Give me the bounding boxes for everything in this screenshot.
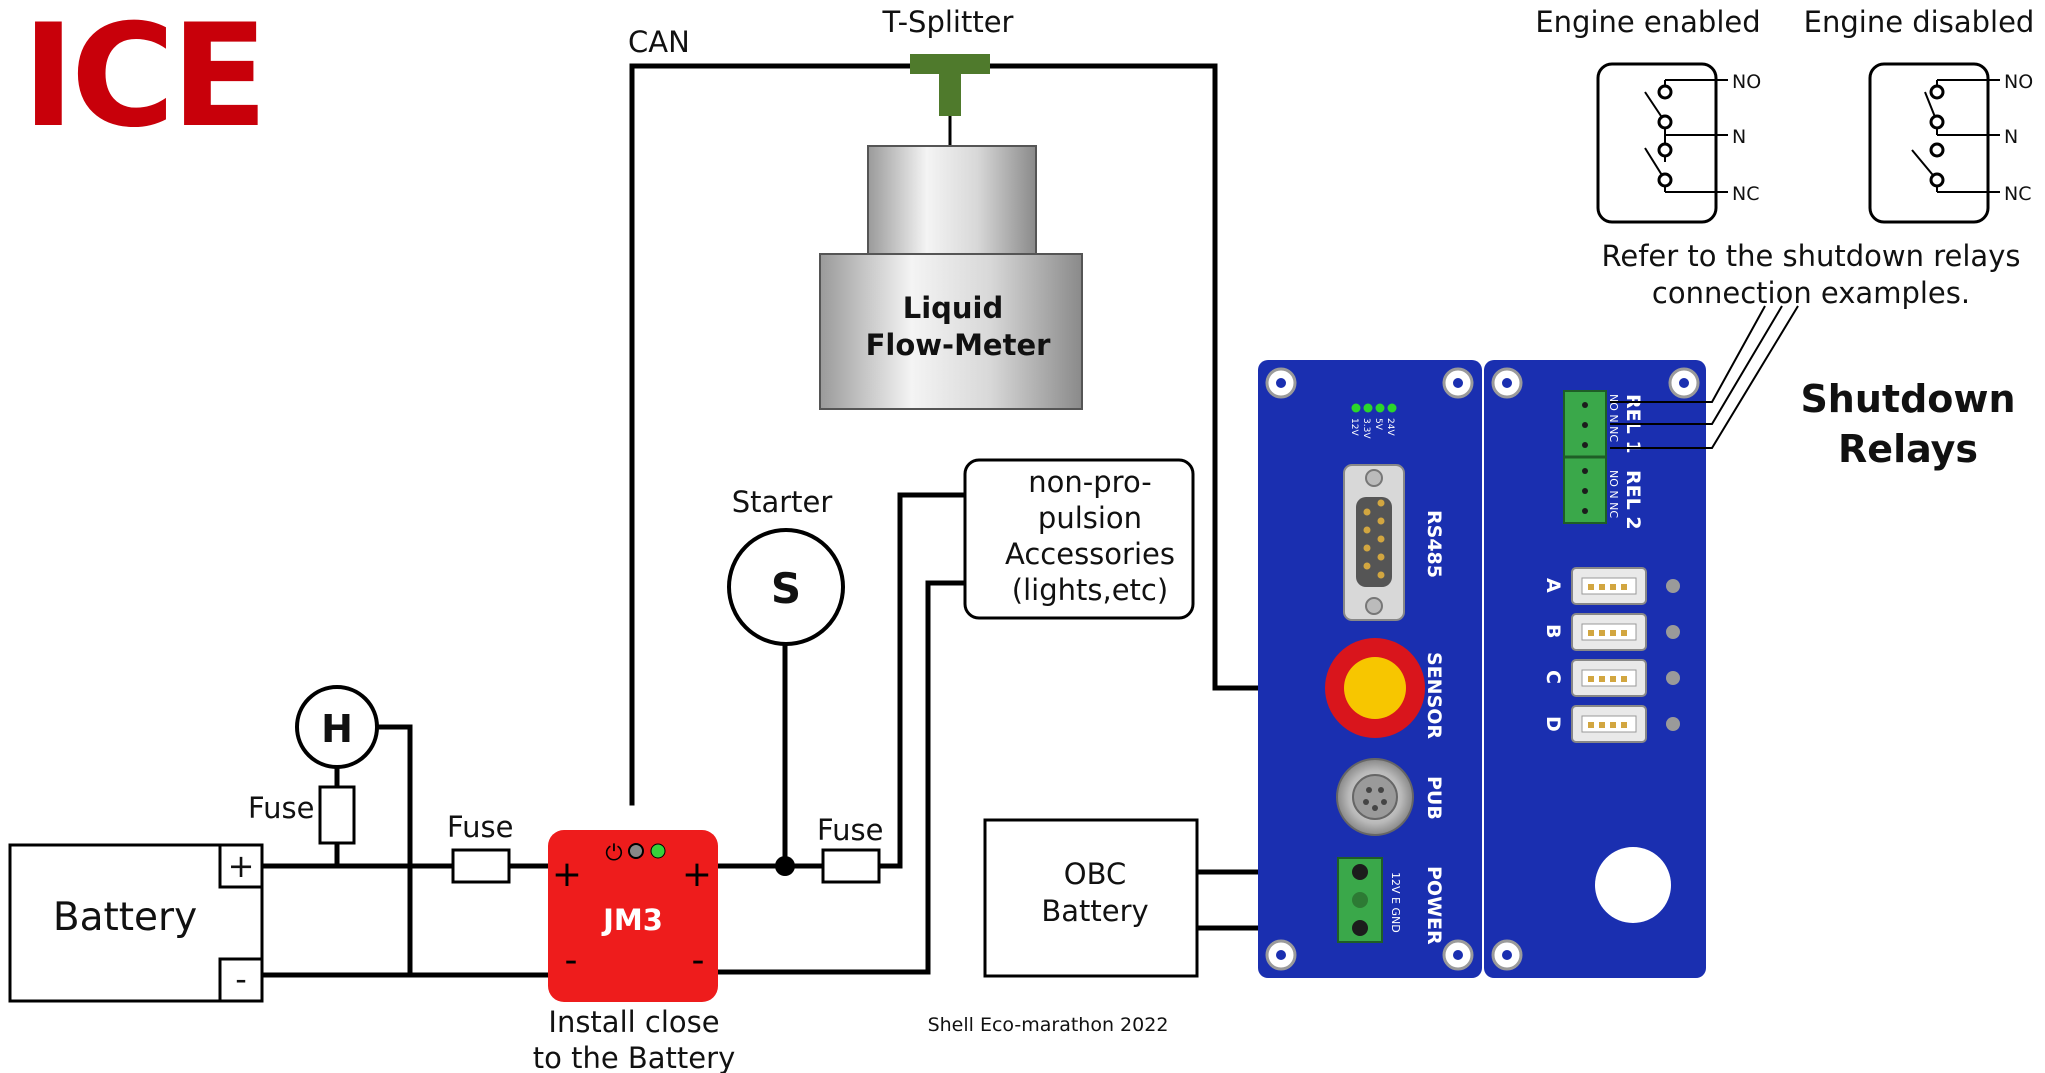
jm3-out-positive-wire <box>715 492 970 869</box>
battery-label: Battery <box>53 895 197 940</box>
engine-disabled-label: Engine disabled <box>1804 5 2035 39</box>
accessories-line3: Accessories <box>1005 537 1175 571</box>
starter-symbol: S <box>771 564 801 613</box>
relay-enabled-nc: NC <box>1732 183 1759 205</box>
port-a-label: A <box>1542 578 1564 593</box>
install-note-line1: Install close <box>548 1005 719 1039</box>
starter-circle <box>727 528 845 646</box>
led-label-24v: 24V <box>1385 418 1395 436</box>
accessories-line2: pulsion <box>1038 501 1142 535</box>
starter-label: Starter <box>732 485 833 519</box>
port-c-label: C <box>1542 670 1564 684</box>
liquid-flow-meter: Liquid Flow-Meter <box>819 145 1083 410</box>
port-a <box>1571 567 1680 605</box>
obc-battery-line1: OBC <box>1064 857 1126 891</box>
refer-note-line1: Refer to the shutdown relays <box>1602 239 2021 273</box>
fuse-main <box>451 848 511 884</box>
battery-negative-terminal <box>218 957 264 1003</box>
junction-dot <box>775 856 795 876</box>
accessories-line1: non-pro- <box>1028 465 1151 499</box>
page-title: ICE <box>22 0 264 159</box>
led-label-3v3: 3.3V <box>1361 418 1371 439</box>
fuse-main-label: Fuse <box>447 810 513 844</box>
led-label-5v: 5V <box>1373 418 1383 431</box>
relay-disabled-n: N <box>2004 126 2018 148</box>
rel2-pins: NO N NC <box>1607 470 1620 518</box>
obc-battery: OBC Battery <box>983 818 1199 978</box>
port-b-label: B <box>1542 624 1564 638</box>
pub-label: PUB <box>1423 776 1445 820</box>
jm3-led-on <box>650 843 666 859</box>
rs485-label: RS485 <box>1423 510 1445 578</box>
status-leds <box>1351 403 1397 413</box>
jm3-led-off <box>628 843 644 859</box>
fuse-horn-label: Fuse <box>248 791 314 825</box>
fuse-accessories <box>821 848 881 884</box>
engine-enabled-label: Engine enabled <box>1535 5 1760 39</box>
power-label: POWER <box>1423 866 1445 945</box>
battery-positive-terminal <box>218 843 264 889</box>
battery-negative-sign: - <box>235 960 247 998</box>
can-wire <box>629 63 1343 806</box>
relay-disabled-no: NO <box>2004 71 2033 93</box>
port-c <box>1571 659 1680 697</box>
relay-terminals <box>1563 390 1607 524</box>
jm3-plus-left: + <box>552 854 582 895</box>
jm3-out-negative-wire <box>715 580 970 975</box>
install-note-line2: to the Battery <box>533 1041 735 1073</box>
sensor-connector-inner <box>1344 657 1406 719</box>
horn-symbol: H <box>321 707 353 751</box>
refer-note-line2: connection examples. <box>1652 276 1970 310</box>
jm3-label: JM3 <box>601 903 663 937</box>
battery: + - Battery <box>8 843 264 1003</box>
rel2-label: REL 2 <box>1622 470 1644 530</box>
led-labels: 12V 3.3V 5V 24V <box>1349 418 1395 439</box>
t-splitter <box>910 54 990 146</box>
wires <box>259 63 1348 978</box>
jm3-minus-left: - <box>565 940 578 981</box>
relay-diagram-disabled: NO N NC <box>1868 62 2033 224</box>
shutdown-relays-line1: Shutdown <box>1800 377 2015 421</box>
relay-enabled-no: NO <box>1732 71 1761 93</box>
flow-meter-label-line2: Flow-Meter <box>866 328 1052 362</box>
power-pins-label: 12V E GND <box>1389 872 1402 933</box>
relay-enabled-n: N <box>1732 126 1746 148</box>
relay-diagram-enabled: NO N NC <box>1596 62 1761 224</box>
relay-leader-lines <box>1610 305 1799 449</box>
port-b <box>1571 613 1680 651</box>
accessories-line4: (lights,etc) <box>1012 573 1168 607</box>
led-label-12v: 12V <box>1349 418 1359 436</box>
blank-plug <box>1595 847 1671 923</box>
fuse-accessories-label: Fuse <box>817 813 883 847</box>
jm3-module: ⏻ + + - - JM3 <box>548 830 718 1002</box>
fuse-horn <box>318 785 356 845</box>
jm3-minus-right: - <box>692 940 705 981</box>
t-splitter-label: T-Splitter <box>882 5 1014 39</box>
horn-return-wire <box>372 724 413 978</box>
relay-disabled-nc: NC <box>2004 183 2031 205</box>
rs485-connector <box>1343 464 1405 621</box>
can-label: CAN <box>628 25 690 59</box>
power-icon: ⏻ <box>605 841 622 866</box>
rel1-pins: NO N NC <box>1607 394 1620 442</box>
sensor-module: 12V 3.3V 5V 24V RS485 SENSOR PUB 12V <box>1258 360 1482 978</box>
jm3-plus-right: + <box>682 854 712 895</box>
accessories-box: non-pro- pulsion Accessories (lights,etc… <box>963 458 1195 620</box>
horn-circle <box>295 685 379 769</box>
footer-credit: Shell Eco-marathon 2022 <box>928 1014 1169 1036</box>
sensor-label: SENSOR <box>1423 652 1445 739</box>
port-d <box>1571 705 1680 743</box>
battery-positive-sign: + <box>228 847 255 885</box>
port-d-label: D <box>1542 716 1564 732</box>
flow-meter-label-line1: Liquid <box>903 291 1004 325</box>
shutdown-relays-line2: Relays <box>1838 427 1978 471</box>
relay-module: NO N NC REL 1 NO N NC REL 2 <box>1484 360 1706 978</box>
obc-battery-line2: Battery <box>1041 894 1148 928</box>
